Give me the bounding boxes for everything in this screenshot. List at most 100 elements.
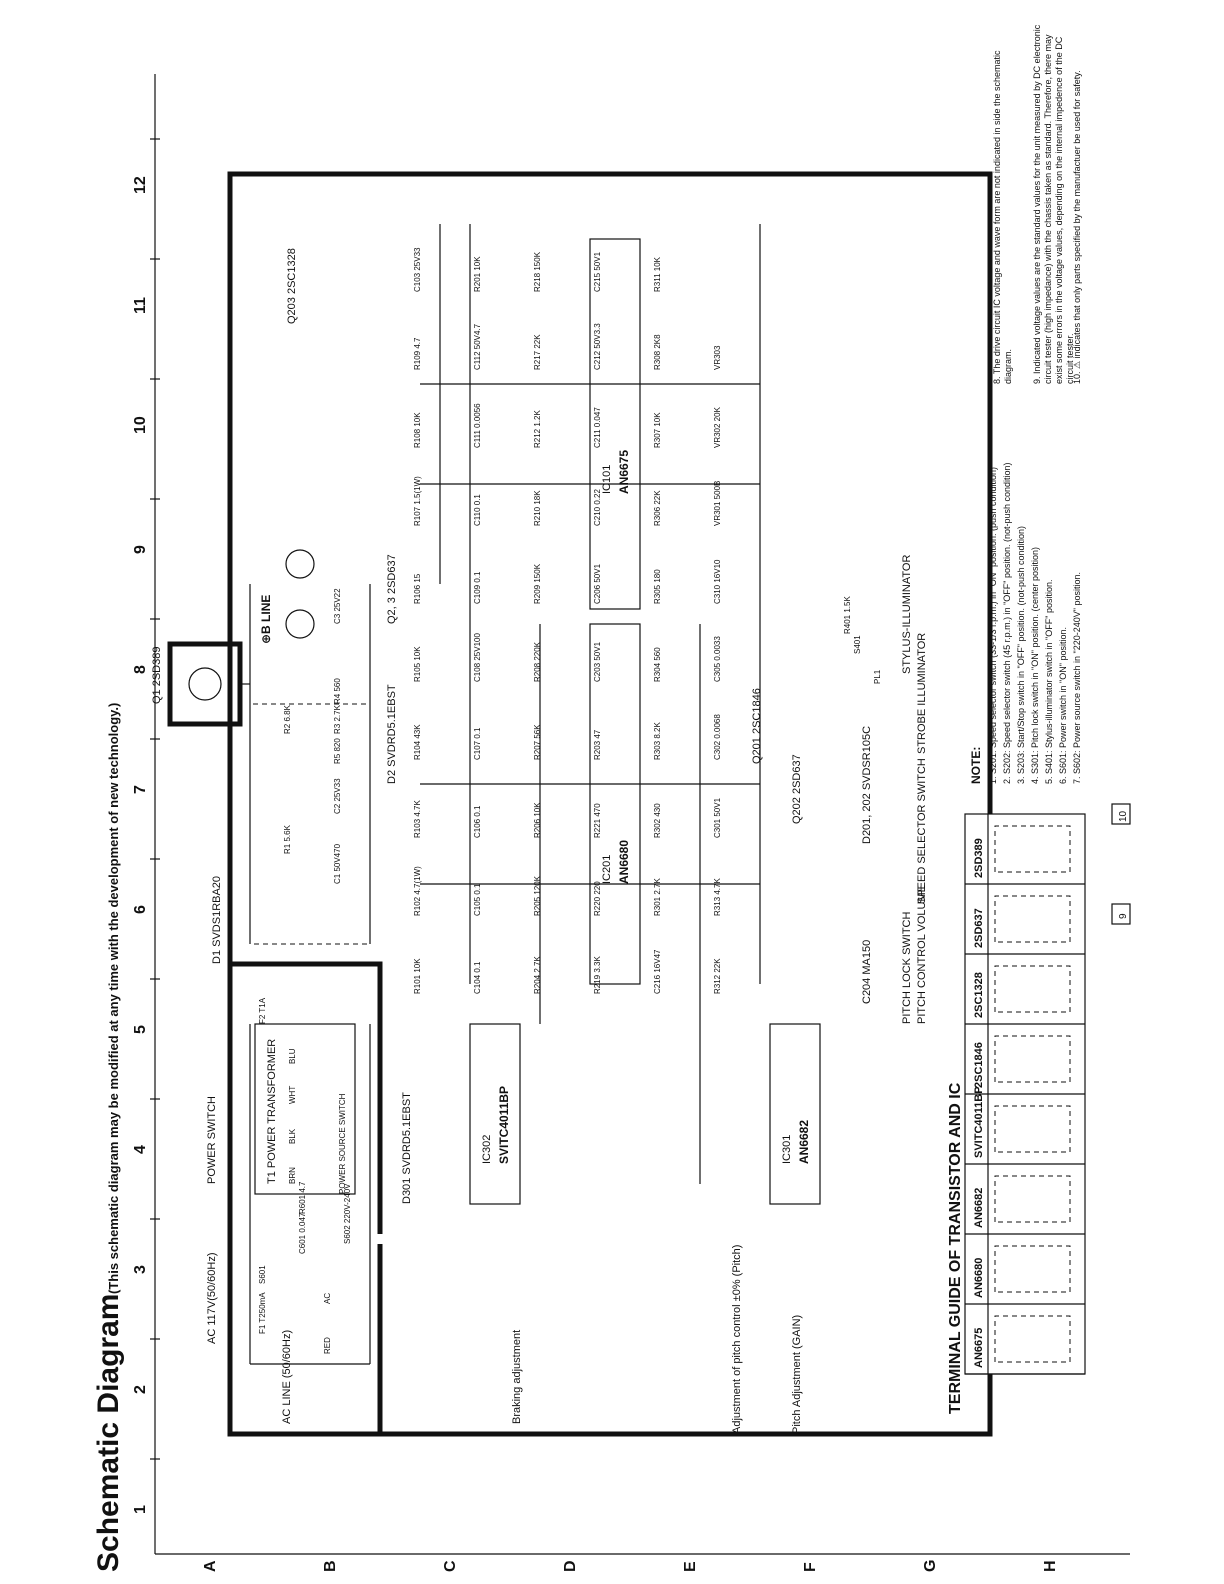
ic301-body bbox=[769, 1023, 821, 1205]
ruler-number-4: 4 bbox=[132, 1145, 149, 1154]
pitch-lock-label: PITCH LOCK SWITCH bbox=[901, 911, 913, 1024]
note-item: 1. S201: Speed selector switch (33-1/3 r… bbox=[988, 467, 998, 784]
page-number-10: 10 bbox=[1118, 810, 1129, 822]
r3-label: R3 2.7K bbox=[333, 704, 342, 734]
page-subtitle: (This schematic diagram may be modified … bbox=[106, 703, 121, 1294]
ic-bodies bbox=[420, 224, 821, 1205]
component-r311: R311 10K bbox=[653, 256, 662, 292]
wire-red-label: RED bbox=[323, 1337, 332, 1354]
ruler-letter-A: A bbox=[202, 1560, 219, 1572]
ruler-number-9: 9 bbox=[132, 545, 149, 554]
component-r201: R201 10K bbox=[473, 256, 482, 292]
guide-package-outline bbox=[994, 895, 1071, 943]
ruler-number-12: 12 bbox=[132, 176, 149, 194]
c601-label: C601 0.047 bbox=[298, 1212, 307, 1254]
component-vr302: VR302 20K bbox=[713, 406, 722, 448]
note-item: 3. S203: Start/Stop switch in "OFF" posi… bbox=[1016, 526, 1026, 784]
component-r101: R101 10K bbox=[413, 958, 422, 994]
component-c107: C107 0.1 bbox=[473, 727, 482, 760]
component-c210: C210 0.22 bbox=[593, 489, 602, 526]
component-r217: R217 22K bbox=[533, 334, 542, 370]
s602-label: S602 220V-240V bbox=[343, 1183, 352, 1244]
ic201-body bbox=[589, 623, 641, 985]
ac-label: AC bbox=[323, 1293, 332, 1304]
note-item: 7. S602: Power source switch in "220-240… bbox=[1072, 572, 1082, 784]
c2-label: C2 25V33 bbox=[333, 778, 342, 814]
pitch-volume-label: PITCH CONTROL VOLUME bbox=[916, 885, 928, 1024]
guide-column-2sc1846: 2SC1846 bbox=[973, 1042, 985, 1088]
component-vr303: VR303 bbox=[713, 345, 722, 370]
component-c305: C305 0.0033 bbox=[713, 636, 722, 682]
component-r106: R106 15 bbox=[413, 573, 422, 604]
component-r313: R313 4.7K bbox=[713, 878, 722, 916]
component-r104: R104 43K bbox=[413, 724, 422, 760]
component-vr301: VR301 500B bbox=[713, 481, 722, 526]
ruler-letter-H: H bbox=[1042, 1560, 1059, 1572]
notes-left: 1. S201: Speed selector switch (33-1/3 r… bbox=[988, 462, 1082, 784]
q23-label: Q2, 3 2SD637 bbox=[386, 554, 398, 624]
component-r307: R307 10K bbox=[653, 412, 662, 448]
b-line-label: ⊕B LINE bbox=[259, 595, 273, 644]
speed-selector-label: SPEED SELECTOR SWITCH bbox=[916, 758, 928, 904]
ac-line-label: AC LINE (50/60Hz) bbox=[281, 1330, 293, 1424]
component-r203: R203 47 bbox=[593, 729, 602, 760]
note-item-right: 10. ⚠ indicates that only parts specifie… bbox=[1072, 70, 1082, 384]
guide-package-outline bbox=[994, 1245, 1071, 1293]
note-item: 2. S202: Speed selector switch (45 r.p.m… bbox=[1002, 462, 1012, 784]
component-r301: R301 2.7K bbox=[653, 878, 662, 916]
r5-label: R5 820 bbox=[333, 738, 342, 764]
note-item: 5. S401: Stylus-illuminator switch in "O… bbox=[1044, 580, 1054, 784]
ac-voltage-label: AC 117V(50/60Hz) bbox=[206, 1252, 218, 1344]
ruler-letter-B: B bbox=[322, 1560, 339, 1572]
component-c301: C301 50V1 bbox=[713, 797, 722, 838]
pitch-gain-adjustment-label: Pitch Adjustment (GAIN) bbox=[791, 1315, 803, 1434]
component-r220: R220 220 bbox=[593, 881, 602, 916]
component-r219: R219 3.3K bbox=[593, 956, 602, 994]
component-r210: R210 18K bbox=[533, 490, 542, 526]
r4-label: R4 560 bbox=[333, 678, 342, 704]
ruler-number-8: 8 bbox=[132, 665, 149, 674]
ruler-number-2: 2 bbox=[132, 1385, 149, 1394]
ic302-body bbox=[469, 1023, 521, 1205]
wire-blk-label: BLK bbox=[288, 1128, 297, 1144]
s601-label: S601 bbox=[258, 1265, 267, 1284]
guide-column-svitc4011bp: SVITC4011BP bbox=[973, 1086, 985, 1158]
guide-package-outline bbox=[994, 1315, 1071, 1363]
component-r305: R305 180 bbox=[653, 569, 662, 604]
stylus-label: STYLUS-ILLUMINATOR bbox=[901, 555, 913, 674]
r401-label: R401 1.5K bbox=[843, 596, 852, 634]
component-r312: R312 22K bbox=[713, 958, 722, 994]
ruler-number-7: 7 bbox=[132, 785, 149, 794]
guide-column-2sd389: 2SD389 bbox=[973, 838, 985, 878]
component-c103: C103 25V33 bbox=[413, 247, 422, 292]
component-r108: R108 10K bbox=[413, 412, 422, 448]
terminal-guide-columns: AN6675AN6680AN6682SVITC4011BP2SC18462SC1… bbox=[965, 814, 1085, 1375]
component-c106: C106 0.1 bbox=[473, 805, 482, 838]
regulator-section bbox=[167, 549, 371, 945]
power-section: T1 POWER TRANSFORMER BRN BLK WHT BLU RED… bbox=[230, 961, 383, 1437]
c3-label: C3 25V22 bbox=[333, 588, 342, 624]
q202-label: Q202 2SD637 bbox=[791, 754, 803, 824]
component-c211: C211 0.047 bbox=[593, 407, 602, 448]
ic201-part: AN6680 bbox=[617, 840, 631, 884]
s401-label: S401 bbox=[853, 635, 862, 654]
component-r303: R303 8.2K bbox=[653, 722, 662, 760]
component-c203: C203 50V1 bbox=[593, 641, 602, 682]
ruler-number-10: 10 bbox=[132, 416, 149, 434]
ruler-number-5: 5 bbox=[132, 1025, 149, 1034]
r601-label: R601 4.7 bbox=[298, 1181, 307, 1214]
component-r207: R207 56K bbox=[533, 724, 542, 760]
wire-blu-label: BLU bbox=[288, 1048, 297, 1064]
fuse-f1-label: F1 T250mA bbox=[258, 1292, 267, 1334]
component-r103: R103 4.7K bbox=[413, 800, 422, 838]
notes-right: 8. The drive circuit IC voltage and wave… bbox=[992, 24, 1082, 384]
guide-column-an6682: AN6682 bbox=[973, 1188, 985, 1228]
component-r308: R308 2K8 bbox=[653, 334, 662, 370]
fuse-f2-label: F2 T1A bbox=[258, 997, 267, 1024]
ic201-label: IC201 bbox=[601, 855, 613, 884]
guide-column-an6675: AN6675 bbox=[973, 1328, 985, 1368]
component-c216: C216 16V47 bbox=[653, 949, 662, 994]
note-item: 6. S601: Power switch in "ON" position. bbox=[1058, 627, 1068, 784]
ruler-number-11: 11 bbox=[132, 297, 149, 314]
